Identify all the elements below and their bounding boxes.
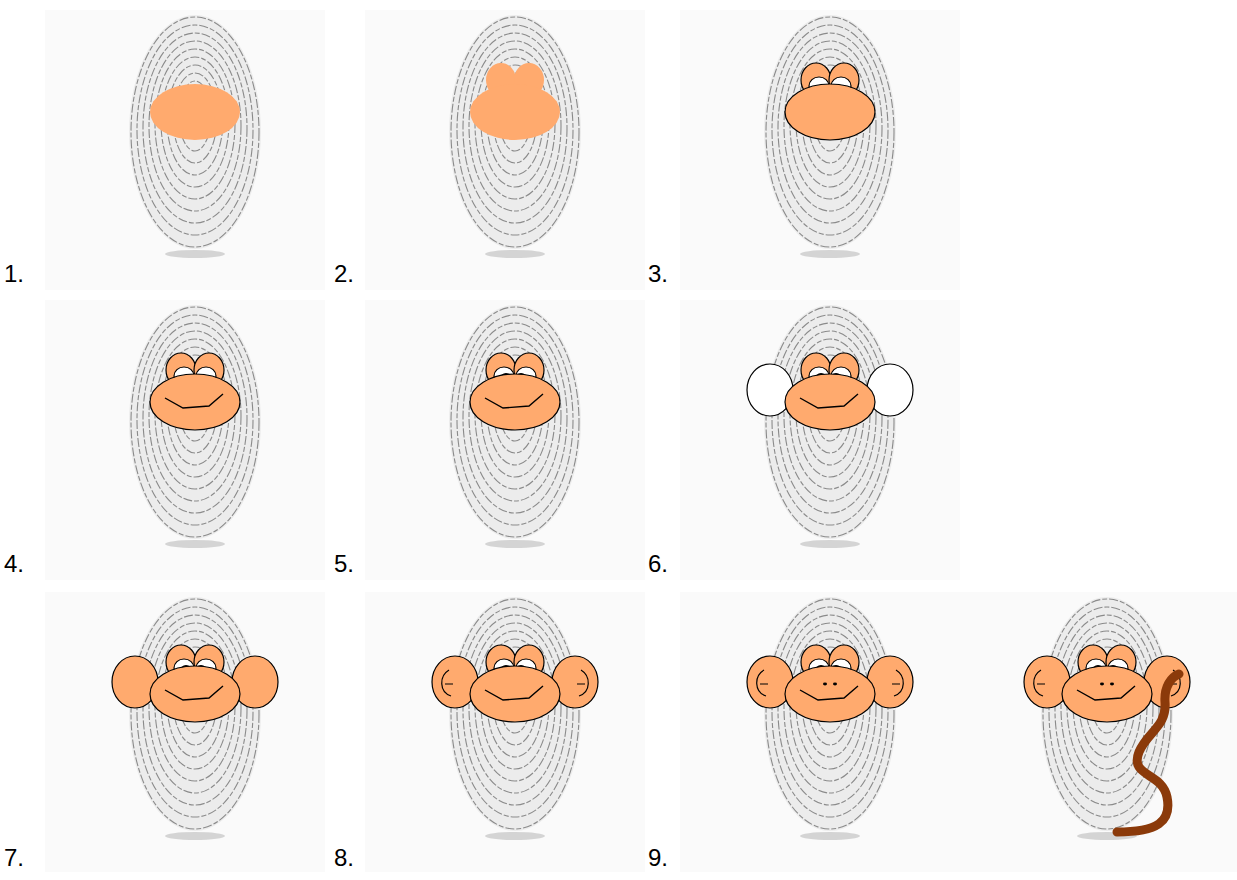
step-number: 2. [334,262,354,286]
step-number: 5. [334,552,354,576]
step-number: 8. [334,846,354,870]
step-number: 7. [4,846,24,870]
step-number: 4. [4,552,24,576]
step-number: 6. [648,552,668,576]
step-number: 9. [648,846,668,870]
step-number: 1. [4,262,24,286]
step-number: 3. [648,262,668,286]
